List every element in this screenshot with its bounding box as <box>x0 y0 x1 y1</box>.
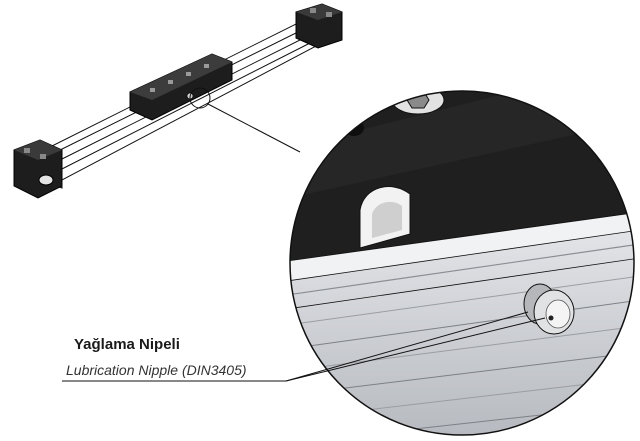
hex-socket-bolt-icon <box>391 91 445 115</box>
overview-leader-line <box>207 103 301 153</box>
callout-title: Yağlama Nipeli <box>74 336 180 353</box>
lubrication-nipple-icon <box>523 283 575 335</box>
actuator-left-end-block <box>13 139 63 199</box>
detail-circle-outline <box>289 90 635 436</box>
detail-target-marker <box>189 87 211 109</box>
callout-leader <box>62 311 546 382</box>
actuator-overview <box>13 3 343 199</box>
callout-subtitle: Lubrication Nipple (DIN3405) <box>66 362 247 378</box>
actuator-right-end-block <box>295 3 343 49</box>
detail-view <box>290 91 634 435</box>
carriage-window <box>359 186 411 249</box>
actuator-carriage <box>129 53 233 121</box>
